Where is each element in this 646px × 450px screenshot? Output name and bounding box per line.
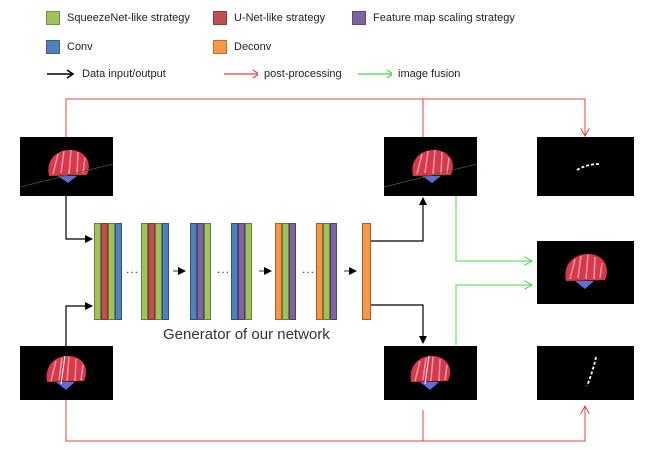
layer-conv [115,223,122,320]
legend-swatch-unet [213,11,227,25]
shell-image [537,241,634,304]
legend-data-io: Data input/output [46,66,166,82]
legend-label-deconv: Deconv [234,41,272,53]
red-path-bottom [65,400,585,442]
input-image-bottom [20,346,113,400]
output-arrow-bottom [371,304,427,344]
green-path-bottom [455,285,532,345]
layer-scaling [330,223,337,320]
legend-label-scaling: Feature map scaling strategy [373,12,515,24]
red-arrow-icon [224,69,258,79]
legend-conv: Conv [46,39,93,55]
ellipsis-2: ... [217,262,231,276]
mask-image-bottom [537,346,634,400]
layer-conv [190,223,197,320]
green-arrow-icon [358,69,392,79]
legend-label-data-io: Data input/output [82,68,166,80]
layer-squeezenet [282,223,289,320]
layer-squeezenet [108,223,115,320]
layer-deconv [316,223,323,320]
legend-unet: U-Net-like strategy [213,10,325,26]
output-arrow-top [371,197,427,242]
layer-squeezenet [323,223,330,320]
layer-conv [231,223,238,320]
generator-caption: Generator of our network [163,326,330,343]
layer-conv [162,223,169,320]
legend-label-fusion: image fusion [398,68,461,80]
green-path-top [455,196,532,261]
legend-label-unet: U-Net-like strategy [234,12,326,24]
shell-image [20,346,113,400]
layer-squeezenet [155,223,162,320]
legend-swatch-conv [46,40,60,54]
input-arrow-top [65,196,93,243]
layer-unet [148,223,155,320]
legend-post: post-processing [218,66,342,82]
layer-deconv [275,223,282,320]
layer-deconv-final [362,223,371,320]
fused-image [537,241,634,304]
ellipsis-3: ... [302,262,316,276]
red-path-top [65,98,585,137]
mask-image-top [537,137,634,196]
layer-squeezenet [141,223,148,320]
layer-scaling [238,223,245,320]
mask-image [537,137,634,196]
legend-swatch-squeezenet [46,11,60,25]
shell-image [20,137,113,196]
layer-unet [101,223,108,320]
mask-image [537,346,634,400]
legend-scaling: Feature map scaling strategy [352,10,515,26]
input-image-top [20,137,113,196]
legend-deconv: Deconv [213,39,271,55]
shell-image [384,137,477,196]
layer-squeezenet [245,223,252,320]
legend-label-conv: Conv [67,41,93,53]
legend-fusion: image fusion [352,66,460,82]
shell-image [384,346,477,400]
legend-squeezenet: SqueezeNet-like strategy [46,10,190,26]
output-image-top [384,137,477,196]
legend-swatch-scaling [352,11,366,25]
ellipsis-1: ... [126,262,140,276]
layer-squeezenet [204,223,211,320]
layer-squeezenet [94,223,101,320]
black-arrow-icon [47,69,75,79]
legend-swatch-deconv [213,40,227,54]
input-arrow-bottom [65,302,93,346]
legend-label-squeezenet: SqueezeNet-like strategy [67,12,190,24]
layer-scaling [197,223,204,320]
output-image-bottom [384,346,477,400]
legend-label-post: post-processing [264,68,342,80]
layer-scaling [289,223,296,320]
